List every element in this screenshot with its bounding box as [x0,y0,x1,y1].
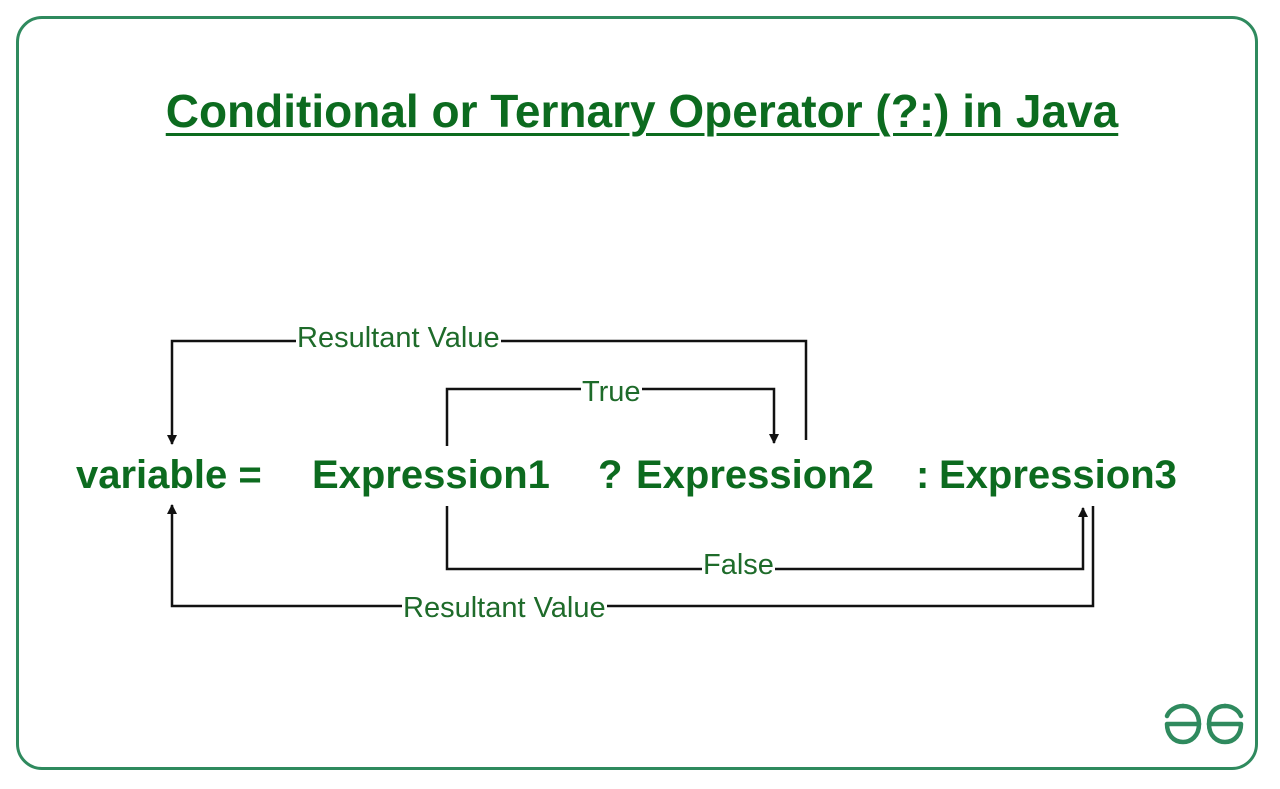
expression3: Expression3 [939,453,1177,497]
expression1: Expression1 [312,453,550,497]
bottom-result-label: Resultant Value [402,592,607,624]
gfg-logo-icon [1164,703,1244,745]
false-label: False [702,549,775,581]
top-result-label: Resultant Value [296,322,501,354]
diagram-title: Conditional or Ternary Operator (?:) in … [165,85,1119,137]
bottom-result-arrow [167,504,1095,608]
colon-operator: : [916,453,930,497]
true-label: True [581,376,642,408]
expression2: Expression2 [636,453,874,497]
variable-assign: variable = [76,453,262,497]
question-mark-operator: ? [598,453,623,497]
top-result-arrow [167,339,808,445]
